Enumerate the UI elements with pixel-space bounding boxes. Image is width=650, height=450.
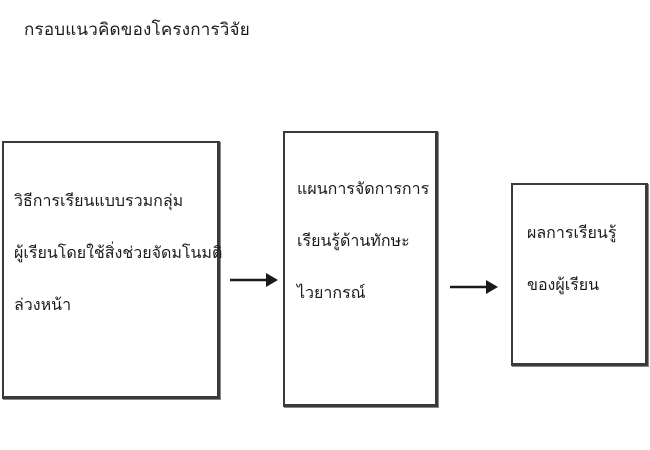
process-box-plan: แผนการจัดการการ เรียนรู้ด้านทักษะ ไวยากร…: [283, 131, 438, 407]
process-box-method: วิธีการเรียนแบบรวมกลุ่ม ผู้เรียนโดยใช้สิ…: [2, 141, 222, 399]
arrow-right-icon: [230, 270, 278, 290]
box-text: วิธีการเรียนแบบรวมกลุ่ม ผู้เรียนโดยใช้สิ…: [14, 175, 222, 331]
box-line: ผู้เรียนโดยใช้สิ่งช่วยจัดมโนมติ: [14, 243, 223, 262]
box-line: วิธีการเรียนแบบรวมกลุ่ม: [14, 191, 184, 210]
box-line: แผนการจัดการการ: [297, 179, 430, 198]
box-text: ผลการเรียนรู้ ของผู้เรียน: [527, 207, 616, 311]
box-line: ล่วงหน้า: [14, 295, 72, 314]
box-line: ไวยากรณ์: [297, 283, 366, 302]
box-line: ของผู้เรียน: [527, 275, 600, 294]
diagram-title: กรอบแนวคิดของโครงการวิจัย: [24, 20, 250, 40]
box-line: เรียนรู้ด้านทักษะ: [297, 231, 410, 250]
arrow-right-icon: [450, 277, 498, 297]
box-text: แผนการจัดการการ เรียนรู้ด้านทักษะ ไวยากร…: [297, 163, 429, 319]
box-line: ผลการเรียนรู้: [527, 223, 617, 242]
process-box-outcome: ผลการเรียนรู้ ของผู้เรียน: [511, 183, 648, 366]
